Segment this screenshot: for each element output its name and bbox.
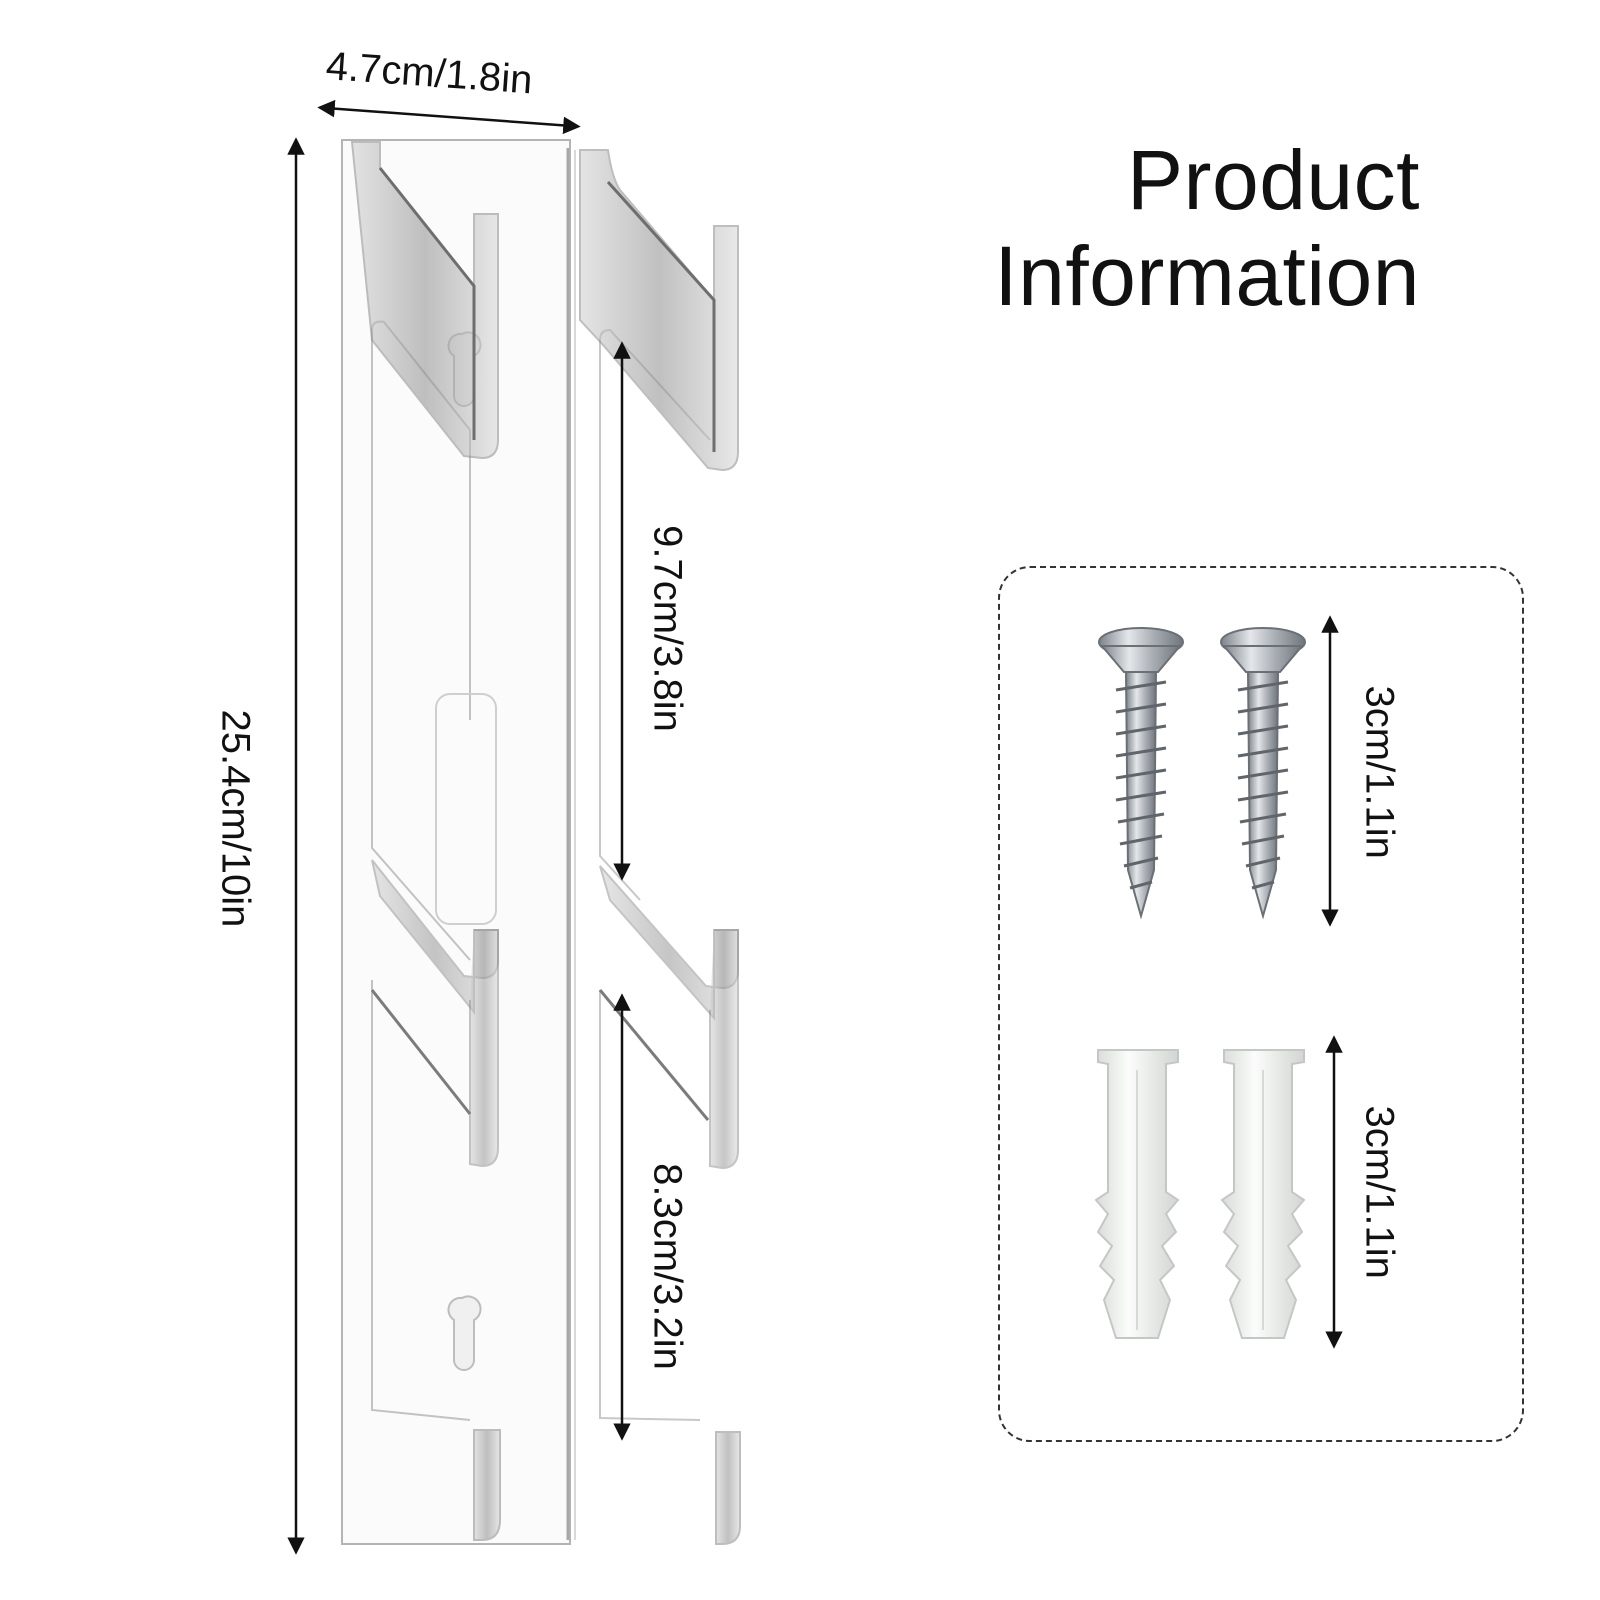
wall-anchor-icon xyxy=(1094,1049,1180,1339)
screw-icon xyxy=(1220,627,1306,920)
lower-gap-dimension-label: 8.3cm/3.2in xyxy=(645,1163,690,1370)
bracket-hooks-left xyxy=(350,141,501,1541)
height-dimension-label: 25.4cm/10in xyxy=(213,709,258,928)
page-title: Product Information xyxy=(994,132,1420,324)
title-line-1: Product xyxy=(1127,133,1420,227)
anchor-length-label: 3cm/1.1in xyxy=(1357,1105,1402,1279)
hardware-parts-box xyxy=(998,566,1524,1442)
screw-icon xyxy=(1098,627,1184,920)
bracket-hooks-right xyxy=(579,149,741,1545)
width-dimension-line xyxy=(317,99,581,135)
upper-gap-dimension-label: 9.7cm/3.8in xyxy=(645,525,690,732)
wall-anchor-icon xyxy=(1220,1049,1306,1339)
title-line-2: Information xyxy=(994,229,1420,323)
screw-length-label: 3cm/1.1in xyxy=(1357,685,1402,859)
